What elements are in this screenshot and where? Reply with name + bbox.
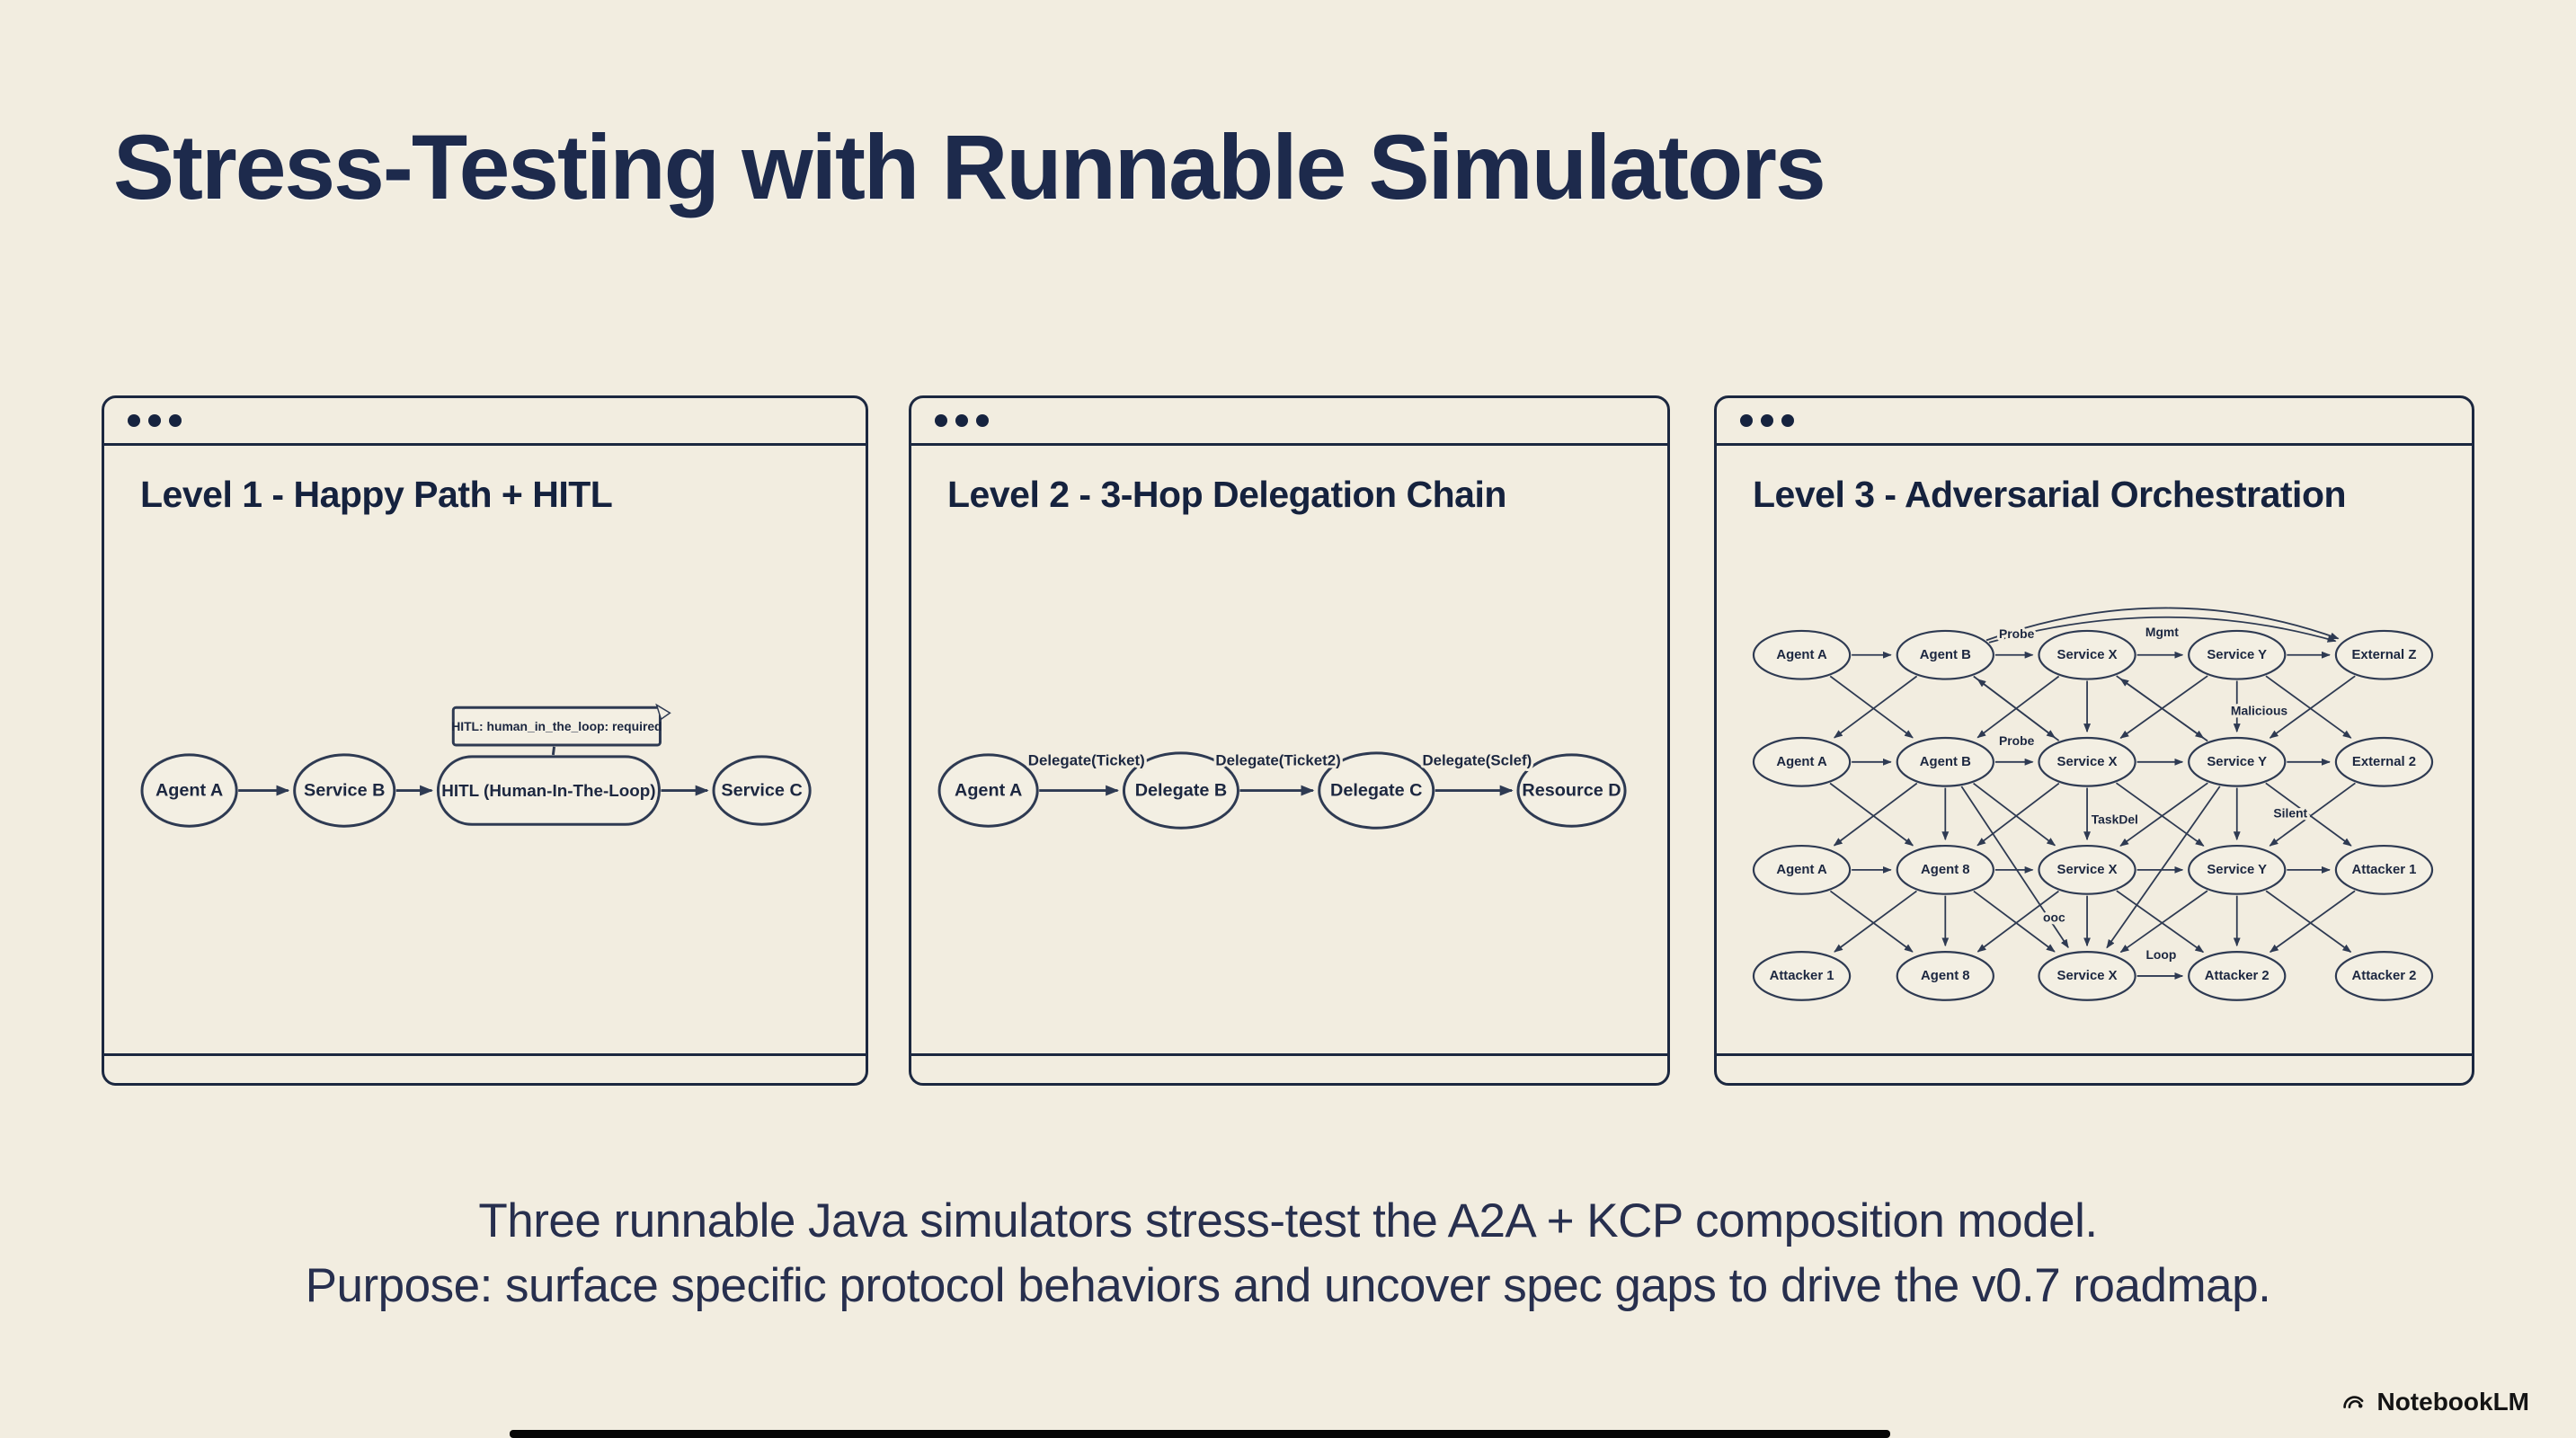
svg-text:Attacker 1: Attacker 1 [2351,863,2416,877]
svg-text:Probe: Probe [1999,733,2035,748]
panel-level3-title: Level 3 - Adversarial Orchestration [1753,474,2347,515]
svg-text:Attacker 1: Attacker 1 [1770,969,1834,983]
window-footer-divider [911,1053,1667,1056]
svg-text:Service Y: Service Y [2207,648,2267,662]
window-dot-icon [1761,414,1773,427]
svg-text:Resource D: Resource D [1522,781,1621,801]
svg-text:Agent A: Agent A [1776,648,1827,662]
panel-level2-title: Level 2 - 3-Hop Delegation Chain [947,474,1506,515]
level2-delegation-chain-diagram: Agent A Delegate B Delegate C Resource D Del… [937,749,1627,830]
svg-text:ooc: ooc [2043,910,2065,924]
svg-text:Service Y: Service Y [2207,863,2267,877]
svg-text:Silent: Silent [2273,805,2307,820]
svg-text:Mgmt: Mgmt [2145,625,2179,639]
window-dot-icon [1781,414,1794,427]
window-dot-icon [169,414,182,427]
svg-text:Service X: Service X [2057,969,2118,983]
window-titlebar [1717,398,2472,446]
svg-text:Agent B: Agent B [1920,755,1971,769]
notebooklm-watermark: NotebookLM [2340,1388,2529,1416]
window-dot-icon [148,414,161,427]
svg-text:Malicious: Malicious [2231,703,2288,717]
window-dot-icon [976,414,989,427]
panel-level1: Level 1 - Happy Path + HITL Agent A Servi… [102,395,868,1086]
svg-text:External Z: External Z [2352,648,2417,662]
svg-text:Service X: Service X [2057,648,2118,662]
page-title: Stress-Testing with Runnable Simulators [113,116,1826,218]
svg-text:Service X: Service X [2057,755,2118,769]
svg-text:Attacker 2: Attacker 2 [2205,969,2270,983]
svg-text:Service B: Service B [304,781,385,801]
caption-line-2: Purpose: surface specific protocol behav… [305,1259,2271,1312]
window-dot-icon [955,414,968,427]
panel-level1-title: Level 1 - Happy Path + HITL [140,474,613,515]
window-footer-divider [1717,1053,2472,1056]
svg-text:External 2: External 2 [2352,755,2416,769]
window-dot-icon [1740,414,1753,427]
window-dot-icon [128,414,140,427]
svg-text:Probe: Probe [1999,626,2035,641]
svg-text:Agent A: Agent A [955,781,1022,801]
panel-level3: Level 3 - Adversarial Orchestration Agen… [1714,395,2474,1086]
window-footer-divider [104,1053,866,1056]
level3-adversarial-graph-diagram: Agent A Agent B Service X Service Y External… [1752,607,2434,1001]
svg-text:Delegate(Ticket): Delegate(Ticket) [1028,751,1145,768]
svg-text:Attacker 2: Attacker 2 [2351,969,2416,983]
panel-level2: Level 2 - 3-Hop Delegation Chain Agent A… [909,395,1670,1086]
svg-text:Delegate(Ticket2): Delegate(Ticket2) [1215,751,1340,768]
svg-text:Service Y: Service Y [2207,755,2267,769]
svg-text:HITL: human_in_the_loop: requi: HITL: human_in_the_loop: required [451,719,662,733]
window-dot-icon [935,414,947,427]
svg-text:Loop: Loop [2145,947,2176,962]
svg-text:TaskDel: TaskDel [2092,812,2138,826]
svg-text:Service C: Service C [721,781,802,801]
svg-text:Agent A: Agent A [1776,863,1827,877]
svg-text:Delegate C: Delegate C [1330,781,1422,801]
svg-text:Agent A: Agent A [1776,755,1827,769]
svg-text:Service X: Service X [2057,863,2118,877]
svg-text:Agent 8: Agent 8 [1921,863,1970,877]
notebooklm-logo-icon [2343,1396,2364,1408]
svg-text:Delegate(Sclef): Delegate(Sclef) [1422,751,1532,768]
window-titlebar [911,398,1667,446]
bottom-progress-bar[interactable] [510,1430,1890,1438]
caption-line-1: Three runnable Java simulators stress-te… [478,1194,2098,1247]
svg-text:Agent B: Agent B [1920,648,1971,662]
window-titlebar [104,398,866,446]
level1-happy-path-diagram: Agent A Service B HITL (Human-In-The-Loop)… [140,703,812,828]
svg-text:HITL (Human-In-The-Loop): HITL (Human-In-The-Loop) [441,781,655,800]
svg-text:Agent 8: Agent 8 [1921,969,1970,983]
notebooklm-label: NotebookLM [2376,1388,2529,1416]
svg-text:Agent A: Agent A [155,781,223,801]
svg-text:Delegate B: Delegate B [1135,781,1227,801]
